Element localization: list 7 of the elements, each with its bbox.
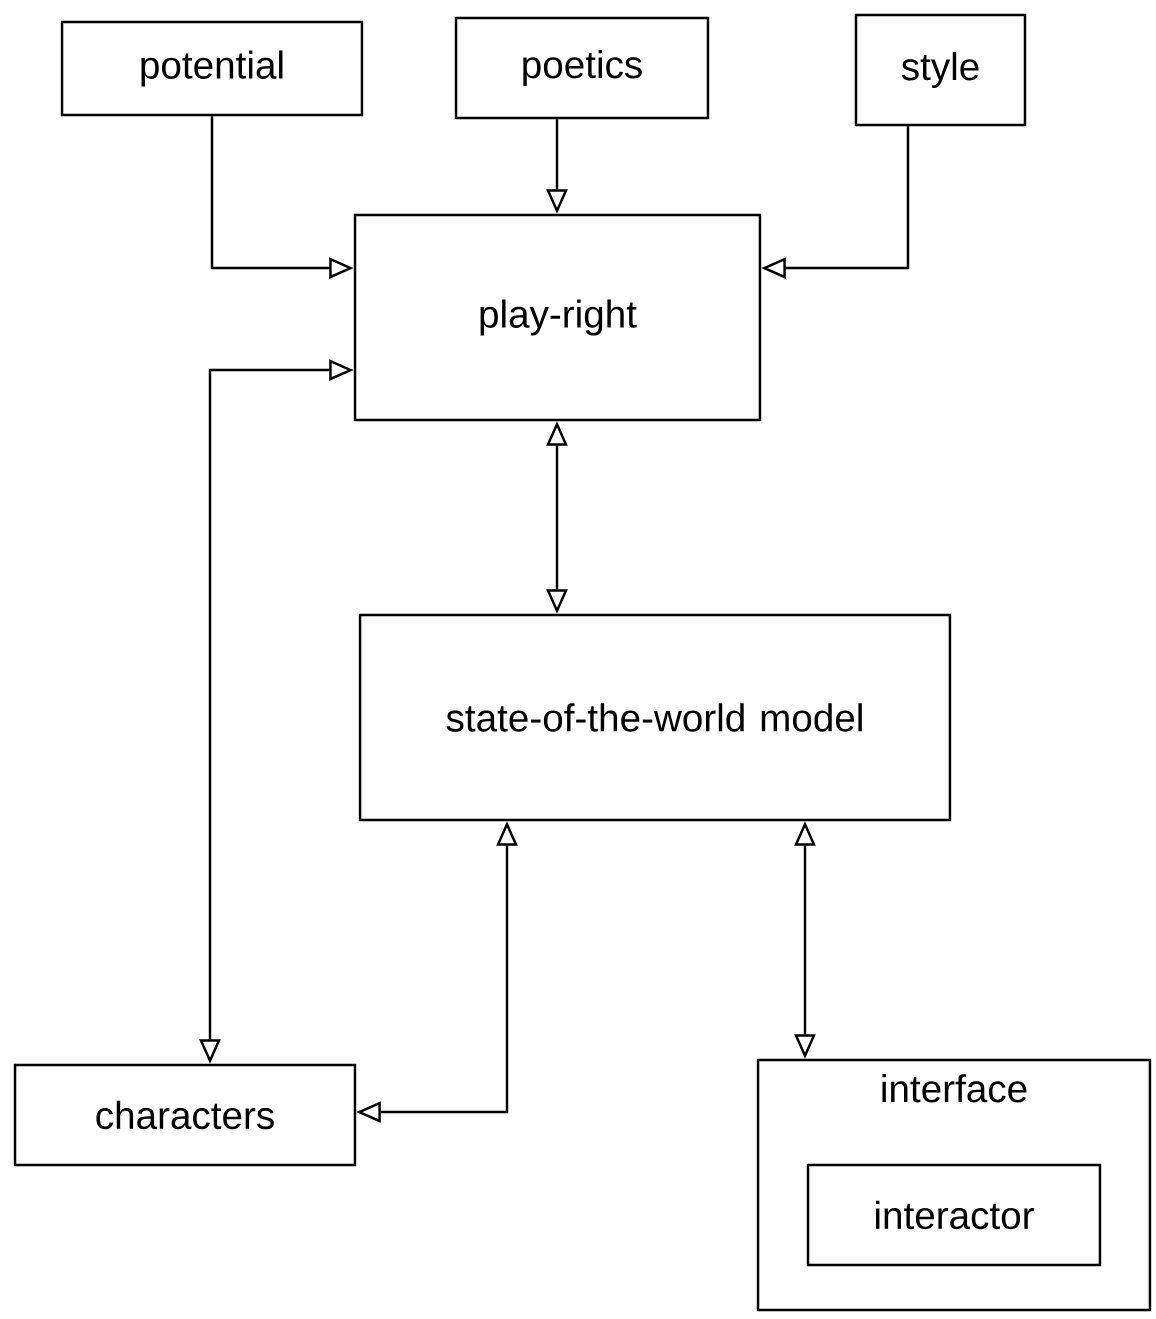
process-box: state-of-the-world model xyxy=(358,613,952,822)
process-box: interactor xyxy=(806,1163,1102,1267)
process-box: play-right xyxy=(353,213,762,422)
process-box: characters xyxy=(13,1063,357,1167)
process-box: style xyxy=(854,13,1027,127)
process-box: potential xyxy=(60,20,364,117)
process-box: poetics xyxy=(454,16,710,120)
